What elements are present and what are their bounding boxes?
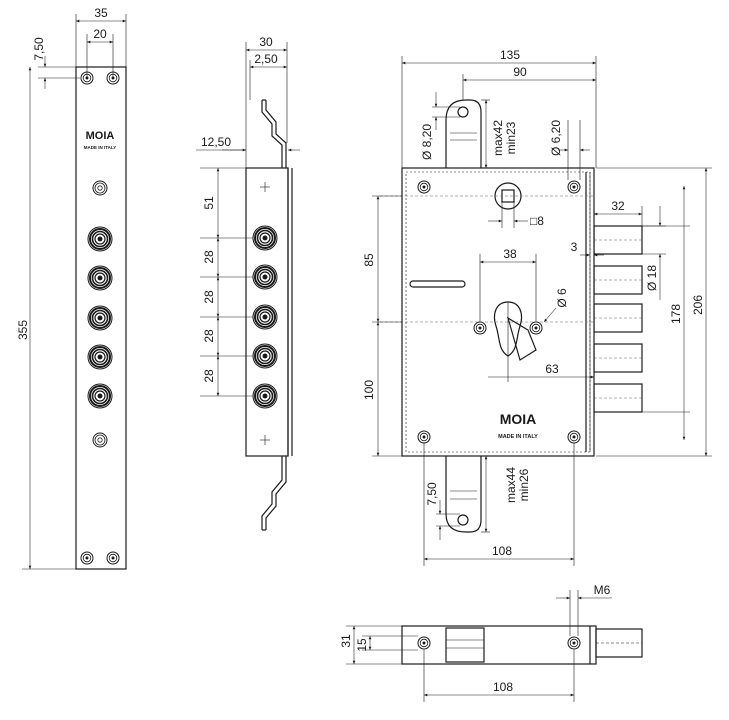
bottom-screw-left — [417, 636, 431, 650]
upper-height-label: 85 — [362, 253, 376, 267]
front-width-label: 35 — [94, 6, 108, 20]
side-bolt-4 — [252, 343, 278, 369]
latch-slot — [409, 280, 466, 288]
front-bolt-4 — [87, 344, 113, 370]
front-screw-top — [92, 180, 108, 196]
front-bolt-5 — [87, 383, 113, 409]
side-bend-label: 12,50 — [201, 135, 231, 149]
top-strike-hole — [457, 106, 469, 118]
bottom-strike-hole — [457, 514, 469, 526]
front-plate-made-in: MADE IN ITALY — [84, 145, 117, 150]
bottom-height-label: 31 — [339, 634, 353, 648]
body-screw-top-left — [417, 180, 431, 194]
total-height-label: 206 — [691, 295, 705, 315]
side-bolt-1 — [252, 225, 278, 251]
side-view: 30 2,50 12,50 51 28 28 28 28 — [196, 35, 300, 531]
side-spacing-label-3: 28 — [202, 329, 216, 343]
lock-bolts — [593, 225, 643, 413]
body-brand: MOIA — [500, 411, 537, 427]
bottom-width-label: 108 — [492, 544, 512, 558]
body-inner-width-label: 90 — [513, 65, 527, 79]
body-screw-bottom-right — [567, 430, 581, 444]
bottom-screw-right — [567, 636, 581, 650]
strike-top-max: max42 — [491, 120, 505, 156]
side-spacing-label-1: 28 — [202, 250, 216, 264]
backset-label: 63 — [545, 362, 559, 376]
body-width-label: 135 — [500, 48, 520, 62]
bolt-diameter-label: Ø 18 — [645, 265, 659, 291]
front-top-offset-label: 7,50 — [32, 37, 46, 61]
strike-top-min: min23 — [504, 121, 518, 154]
side-bolt-5 — [252, 383, 278, 409]
bolt-length-label: 32 — [611, 199, 625, 213]
plate-screw-bottom-left — [80, 551, 94, 565]
spindle-size-label: □8 — [530, 214, 544, 228]
body-screw-top-right — [567, 180, 581, 194]
cylinder-hole-label: Ø 6 — [555, 288, 569, 308]
side-crosshair-bottom — [260, 435, 270, 445]
plate-screw-bottom-right — [106, 551, 120, 565]
cylinder-screw-left — [473, 321, 487, 335]
side-width-label: 30 — [259, 35, 273, 49]
bottom-strike-box — [445, 627, 485, 663]
lock-body-view: MOIA MADE IN ITALY 135 90 Ø 8,20 max42 m… — [362, 48, 712, 566]
front-bolt-3 — [87, 305, 113, 331]
body-hole-top-right-label: Ø 6,20 — [549, 120, 563, 156]
cylinder-spacing-label: 38 — [503, 247, 517, 261]
lock-body — [401, 167, 595, 457]
side-bolt-3 — [252, 304, 278, 330]
strike-bottom-offset-label: 7,50 — [425, 482, 439, 506]
front-plate-view: MOIA MADE IN ITALY 35 20 7,50 355 — [16, 6, 127, 570]
bottom-view-width-label: 108 — [493, 680, 513, 694]
top-strike-tab — [445, 99, 482, 168]
strike-bottom-min: min26 — [517, 468, 531, 501]
front-hole-spacing-label: 20 — [93, 27, 107, 41]
side-spacing-label-4: 28 — [202, 369, 216, 383]
side-offset-label: 2,50 — [254, 52, 278, 66]
bottom-view: 31 15 M6 108 — [339, 583, 643, 702]
strike-bottom-max: max44 — [504, 467, 518, 503]
side-bolt-2 — [252, 264, 278, 290]
side-crosshair-top — [260, 182, 270, 192]
front-bolt-1 — [87, 226, 113, 252]
bottom-body — [401, 625, 597, 665]
front-screw-bottom — [92, 432, 108, 448]
body-hole-top-left-label: Ø 8,20 — [420, 124, 434, 160]
body-screw-bottom-left — [417, 430, 431, 444]
side-spacing-label-2: 28 — [202, 290, 216, 304]
front-bolt-2 — [87, 265, 113, 291]
bottom-strike-tab — [445, 456, 482, 533]
bottom-screw-label: M6 — [594, 583, 611, 597]
front-plate-brand: MOIA — [86, 130, 115, 142]
side-first-spacing-label: 51 — [202, 196, 216, 210]
bottom-inner-label: 15 — [355, 638, 369, 652]
bolt-gap-label: 3 — [571, 240, 578, 254]
front-length-label: 355 — [16, 320, 30, 340]
cylinder-screw-right — [529, 321, 543, 335]
bolt-span-label: 178 — [669, 304, 683, 324]
body-made-in: MADE IN ITALY — [498, 434, 538, 440]
lower-height-label: 100 — [362, 380, 376, 400]
